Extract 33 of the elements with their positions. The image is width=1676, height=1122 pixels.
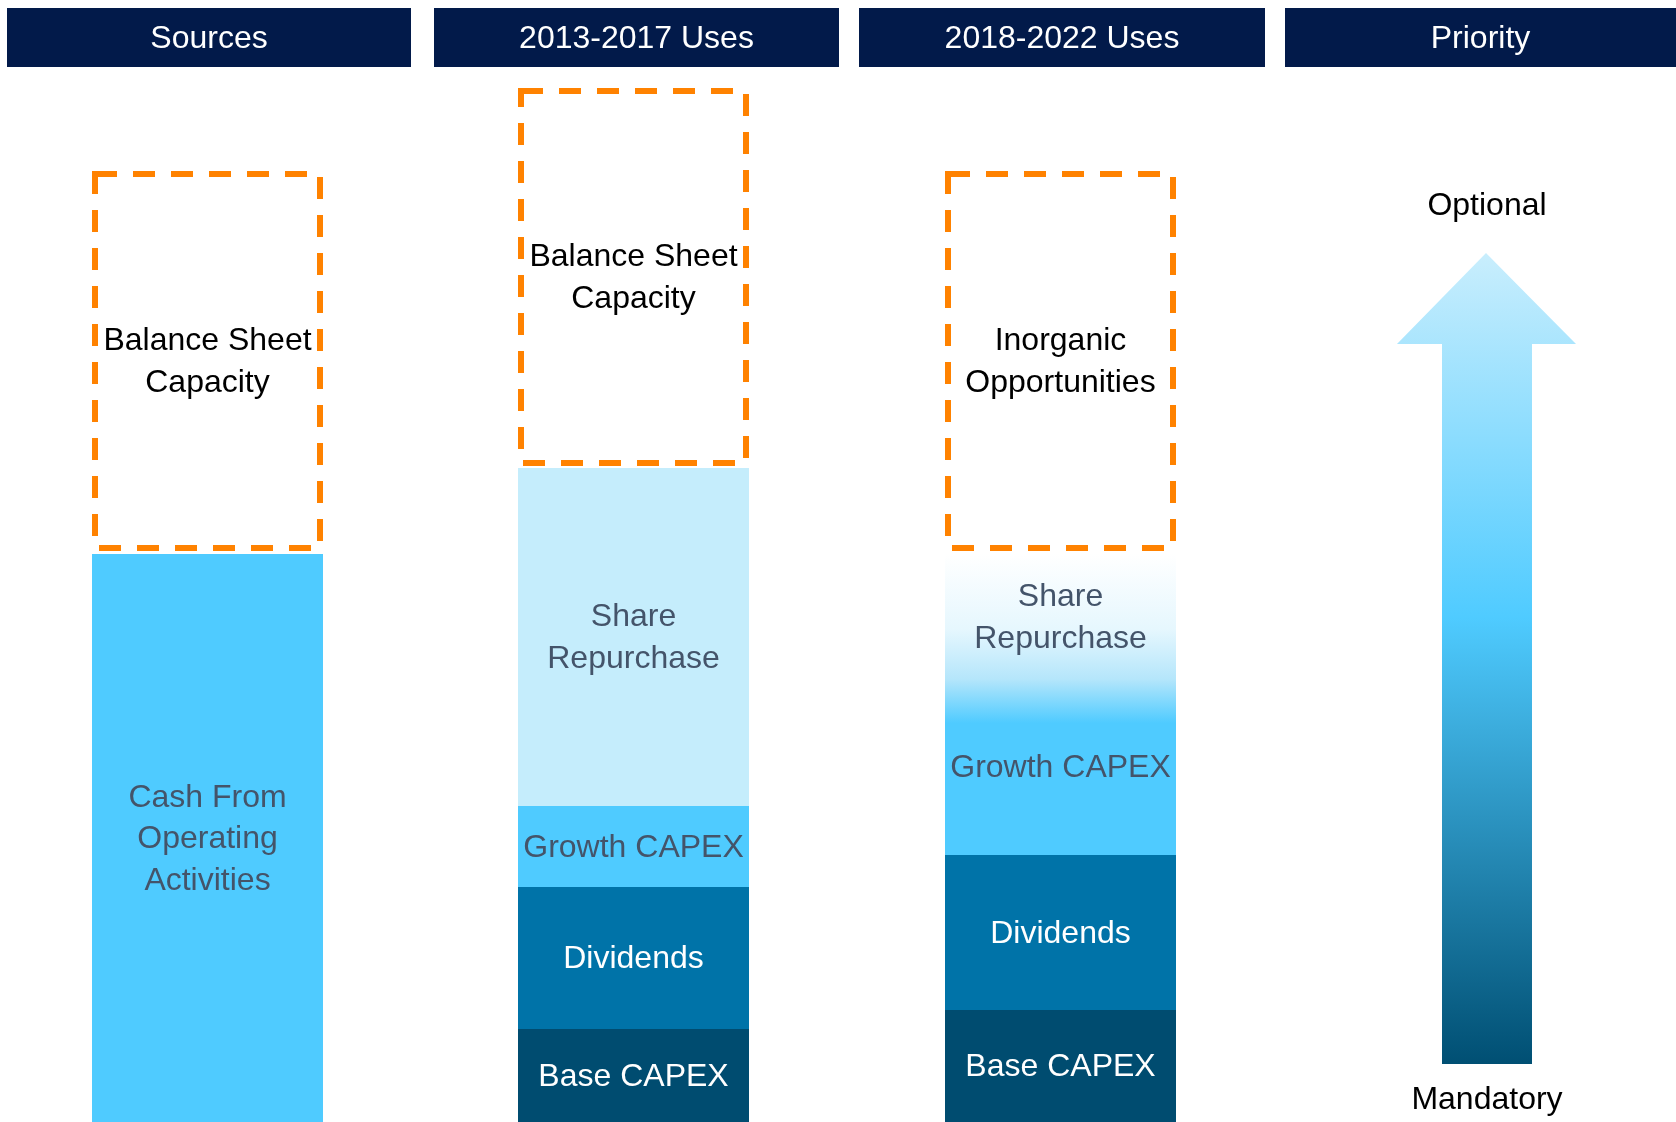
segment-label: Cash From Operating Activities (127, 776, 288, 899)
segment-label: Growth CAPEX (523, 826, 744, 866)
column-header (1285, 8, 1676, 67)
segment-label: Inorganic Opportunities (964, 320, 1157, 401)
stack-segment (518, 806, 749, 887)
segment-label: Base CAPEX (965, 1046, 1156, 1086)
segment-label: Dividends (990, 912, 1131, 952)
stack-segment (518, 468, 749, 806)
axis-top-label: Optional (1427, 186, 1547, 223)
header-text: Sources (150, 17, 268, 57)
stack-segment (945, 855, 1176, 1010)
segment-label: Share Repurchase (546, 596, 721, 677)
segment-label: Base CAPEX (538, 1055, 729, 1095)
column-header (7, 8, 411, 67)
column-header (434, 8, 839, 67)
stack-segment (945, 679, 1176, 855)
segment-label: Balance Sheet Capacity (528, 236, 739, 317)
header-text: Priority (1430, 17, 1531, 57)
column-header (859, 8, 1265, 67)
segment-label: Balance Sheet Capacity (102, 320, 313, 401)
axis-bottom-label: Mandatory (1411, 1080, 1563, 1117)
header-text: 2013-2017 Uses (519, 17, 754, 57)
stack-segment (92, 554, 323, 1122)
stack-segment (945, 1010, 1176, 1122)
segment-label: Dividends (563, 938, 704, 978)
segment-label: Growth CAPEX (950, 747, 1171, 787)
stack-segment (518, 1029, 749, 1122)
segment-label: Share Repurchase (973, 575, 1148, 657)
dashed-box (518, 88, 749, 466)
header-text: 2018-2022 Uses (944, 17, 1180, 57)
dashed-box (945, 171, 1176, 551)
dashed-box (92, 171, 323, 551)
stack-segment (518, 887, 749, 1029)
